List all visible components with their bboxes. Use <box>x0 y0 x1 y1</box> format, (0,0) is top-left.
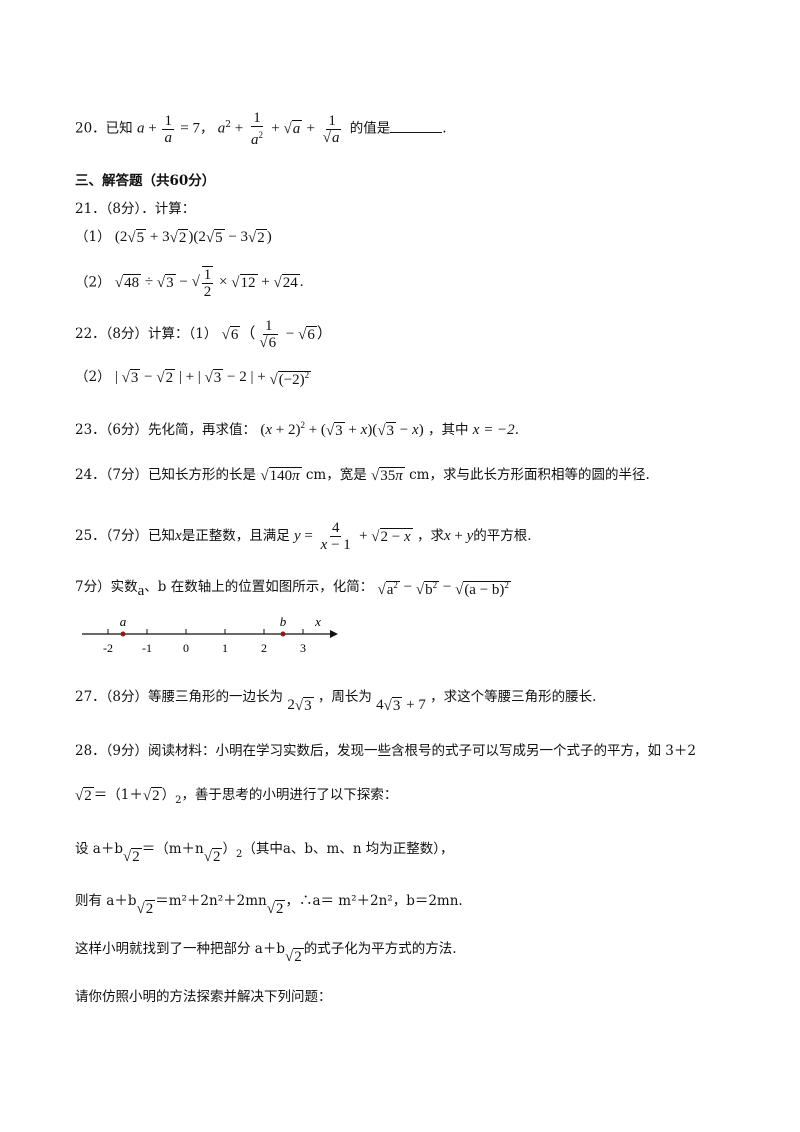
label-b: b <box>280 616 287 629</box>
point-b <box>280 631 286 637</box>
question-22-part-2: （2） | √3 − √2 | + | √3 − 2 | + √(−2)2 <box>75 368 312 388</box>
question-27: 27．（8分）等腰三角形的一边长为 2√3 ，周长为 4√3 + 7 ，求这个等… <box>75 689 597 714</box>
question-28-line-3: 设 a＋b√2＝（m＋n√2）2（其中a、b、m、n 均为正整数）， <box>75 841 454 865</box>
tick-label: 3 <box>300 641 306 655</box>
question-24: 24．（7分）已知长方形的长是 √140π cm，宽是 √35π cm，求与此长… <box>75 466 650 484</box>
tick-label: -2 <box>103 641 113 655</box>
point-a <box>120 631 126 637</box>
question-22: 22．（8分）计算：（1） √6（1√6 − √6） <box>75 318 332 351</box>
question-28-line-4: 则有 a＋b√2＝m²＋2n²＋2mn√2，∴a＝ m²＋2n²，b＝2mn. <box>75 893 463 917</box>
answer-blank <box>390 120 443 133</box>
question-21: 21．（8分）．计算： <box>75 201 196 217</box>
question-28-line-1: 28．（9分）阅读材料：小明在学习实数后，发现一些含根号的式子可以写成另一个式子… <box>75 743 696 759</box>
label-x: x <box>314 616 321 629</box>
tick-label: 2 <box>261 641 267 655</box>
tick-label: -1 <box>142 641 152 655</box>
section-title: 三、解答题（共60分） <box>75 173 216 189</box>
question-21-part-1: （1） (2√5 + 3√2)(2√5 − 3√2) <box>75 228 272 246</box>
tick-marks <box>107 629 304 634</box>
question-28-line-6: 请你仿照小明的方法探索并解决下列问题： <box>75 989 332 1005</box>
tick-label: 0 <box>183 641 189 655</box>
question-23: 23．（6分）先化简，再求值： (x + 2)2 + (√3 + x)(√3 −… <box>75 420 519 439</box>
label-a: a <box>120 616 127 629</box>
tick-label: 1 <box>222 641 228 655</box>
question-28-line-2: √2＝（1＋√2）2，善于思考的小明进行了以下探索： <box>75 786 398 806</box>
question-26: 7分）实数a、b 在数轴上的位置如图所示，化简： √a2 − √b2 − √(a… <box>75 578 511 599</box>
number-line: -2 -1 0 1 2 3 a b x <box>82 616 338 655</box>
